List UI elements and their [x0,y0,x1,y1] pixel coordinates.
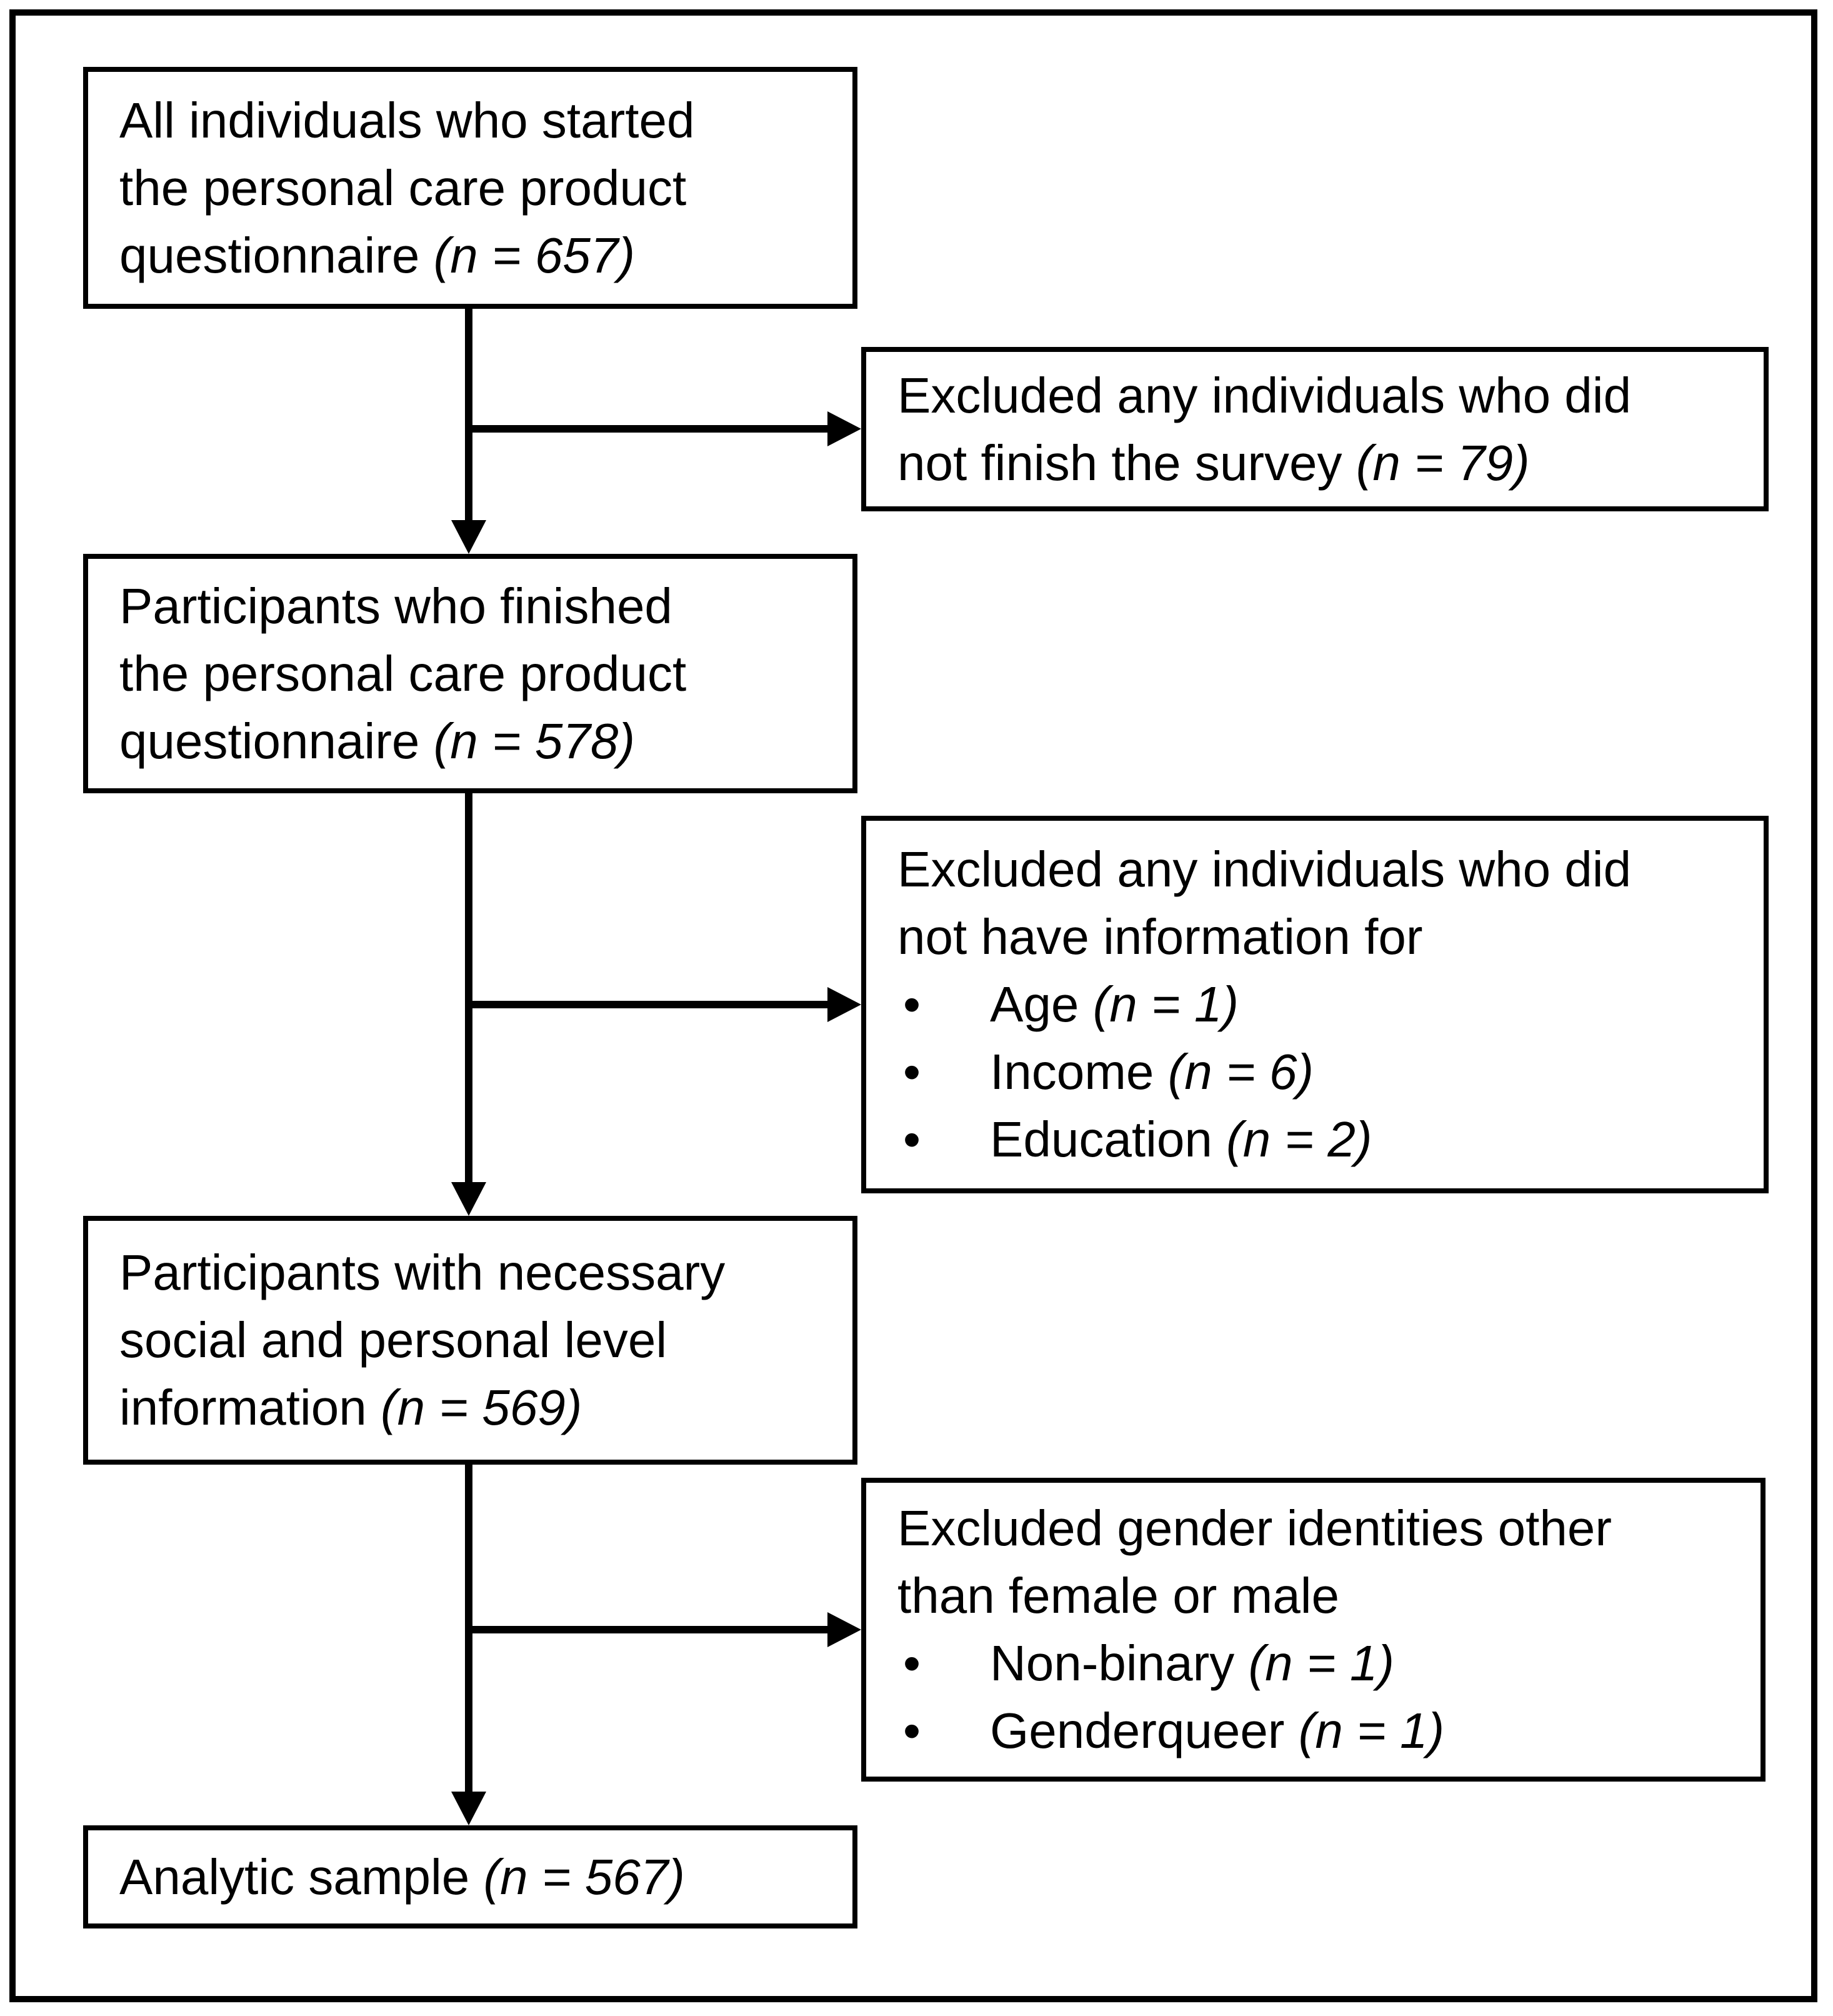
arrowhead-down-icon-3 [451,1792,486,1825]
text-line: questionnaire (n = 578) [119,708,837,775]
label-text: questionnaire [119,227,434,283]
text-line: Participants with necessary [119,1239,837,1306]
label-text: Age [990,976,1093,1032]
label-text: than female or male [897,1568,1340,1623]
label-text: not have information for [897,909,1423,965]
text-line: Analytic sample (n = 567) [119,1843,837,1911]
connector-branch-3 [465,1626,831,1633]
text-line: the personal care product [119,640,837,708]
text-line: questionnaire (n = 657) [119,222,837,289]
text-line: Excluded gender identities other [897,1495,1746,1562]
label-text: Genderqueer [990,1703,1299,1758]
text-line: not have information for [897,903,1749,971]
sample-size-value: (n = 1) [1248,1635,1394,1691]
flow-box-excluded-missing-information: Excluded any individuals who did not have… [861,816,1769,1193]
flow-box-started-questionnaire: All individuals who started the personal … [83,67,857,309]
flow-box-analytic-sample: Analytic sample (n = 567) [83,1825,857,1928]
label-text: Participants with necessary [119,1245,726,1300]
sample-size-value: (n = 567) [483,1848,685,1905]
sample-size-value: (n = 1) [1092,976,1239,1032]
text-line: Participants who finished [119,573,837,640]
label-text: Education [990,1111,1227,1167]
label-text: questionnaire [119,713,434,769]
arrowhead-right-icon-2 [827,987,861,1022]
sample-size-value: (n = 2) [1226,1111,1372,1167]
arrowhead-right-icon-1 [827,411,861,446]
label-text: Excluded any individuals who did [897,367,1632,423]
sample-size-value: (n = 79) [1356,434,1530,491]
text-line: not finish the survey (n = 79) [897,429,1749,497]
arrowhead-down-icon-1 [451,520,486,554]
sample-size-value: (n = 6) [1167,1044,1314,1100]
arrowhead-down-icon-2 [451,1182,486,1216]
flow-box-excluded-did-not-finish: Excluded any individuals who did not fini… [861,347,1769,511]
connector-branch-1 [465,425,831,433]
label-text: the personal care product [119,159,687,216]
sample-size-value: (n = 657) [433,227,635,283]
bullet-text-line: • Non-binary (n = 1) [897,1630,1746,1697]
text-line: All individuals who started [119,87,837,154]
diagram-outer-border [9,9,1817,2002]
bullet-text-line: • Income (n = 6) [897,1038,1749,1106]
label-text: Income [990,1044,1168,1100]
arrowhead-right-icon-3 [827,1612,861,1647]
bullet-icon: • [903,1635,921,1691]
label-text: not finish the survey [897,434,1356,491]
label-text: the personal care product [119,645,687,701]
label-text: information [119,1380,381,1435]
connector-vertical-2 [465,793,472,1185]
text-line: social and personal level [119,1306,837,1374]
label-text: Analytic sample [119,1848,484,1905]
label-text: Excluded gender identities other [897,1500,1612,1556]
bullet-text-line: • Age (n = 1) [897,971,1749,1038]
sample-size-value: (n = 578) [433,713,635,769]
label-text: Non-binary [990,1635,1249,1691]
bullet-text-line: • Education (n = 2) [897,1106,1749,1173]
bullet-icon: • [903,1044,921,1100]
bullet-icon: • [903,1111,921,1167]
text-line: the personal care product [119,154,837,222]
flow-box-finished-questionnaire: Participants who finished the personal ca… [83,554,857,793]
sample-size-value: (n = 569) [380,1380,582,1435]
flow-box-excluded-gender-identities: Excluded gender identities other than fem… [861,1478,1766,1782]
bullet-icon: • [903,976,921,1032]
connector-vertical-1 [465,309,472,525]
sample-size-value: (n = 1) [1298,1703,1445,1758]
text-line: Excluded any individuals who did [897,836,1749,903]
bullet-text-line: • Genderqueer (n = 1) [897,1697,1746,1765]
label-text: Excluded any individuals who did [897,841,1632,897]
label-text: Participants who finished [119,578,672,634]
text-line: information (n = 569) [119,1374,837,1442]
connector-branch-2 [465,1001,831,1008]
label-text: social and personal level [119,1312,667,1368]
text-line: than female or male [897,1562,1746,1630]
text-line: Excluded any individuals who did [897,362,1749,429]
flow-box-necessary-information: Participants with necessary social and pe… [83,1216,857,1465]
label-text: All individuals who started [119,92,695,148]
bullet-icon: • [903,1703,921,1758]
